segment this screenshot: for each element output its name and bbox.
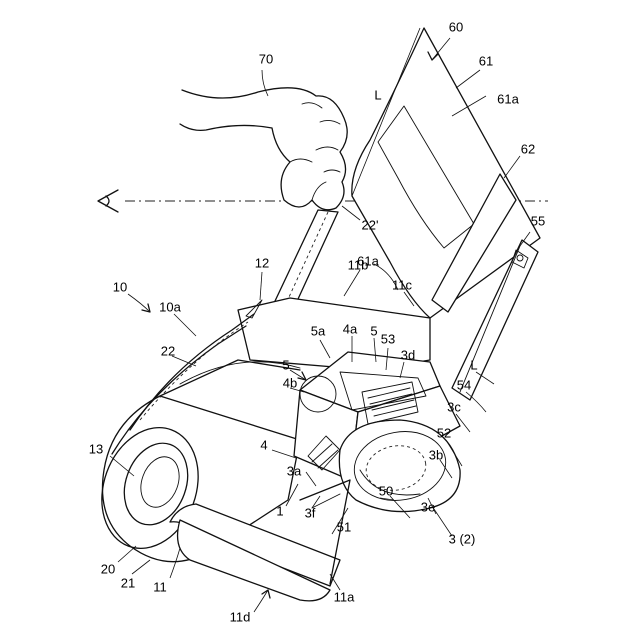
label-5: 5 — [370, 323, 377, 338]
label-11c: 11c — [392, 277, 412, 292]
label-62: 62 — [521, 141, 535, 156]
label-22: 22 — [161, 343, 175, 358]
label-11: 11 — [153, 579, 167, 594]
eye-icon — [98, 190, 118, 212]
label-5-b: 5 — [282, 357, 289, 372]
label-61a-top: 61a — [497, 91, 519, 106]
label-61: 61 — [479, 53, 493, 68]
label-4: 4 — [260, 437, 267, 452]
label-L-bottom: L — [470, 357, 477, 372]
label-50: 50 — [379, 483, 393, 498]
label-20: 20 — [101, 561, 115, 576]
label-3c: 3c — [447, 399, 461, 414]
label-3e: 3e — [421, 499, 435, 514]
label-12: 12 — [255, 255, 269, 270]
label-L-top: L — [374, 87, 381, 102]
label-55: 55 — [531, 213, 545, 228]
label-53: 53 — [381, 331, 395, 346]
label-10a: 10a — [159, 299, 181, 314]
label-3a: 3a — [287, 463, 302, 478]
label-60: 60 — [449, 19, 463, 34]
label-3d: 3d — [401, 347, 415, 362]
label-5a: 5a — [311, 323, 326, 338]
label-52: 52 — [437, 425, 451, 440]
label-11b: 11b — [348, 257, 369, 272]
label-22-prime: 22' — [362, 217, 379, 232]
label-11a: 11a — [334, 589, 355, 604]
label-4b: 4b — [283, 375, 297, 390]
label-21: 21 — [121, 575, 135, 590]
label-13: 13 — [89, 441, 103, 456]
label-3f: 3f — [305, 505, 316, 520]
label-3b: 3b — [429, 447, 443, 462]
label-1: 1 — [276, 503, 283, 518]
label-4a: 4a — [343, 321, 358, 336]
label-3-2: 3 (2) — [449, 531, 476, 546]
label-70: 70 — [259, 51, 273, 66]
hand-70 — [180, 88, 347, 210]
label-51: 51 — [337, 519, 351, 534]
label-54: 54 — [457, 377, 471, 392]
label-11d: 11d — [230, 609, 251, 624]
label-10: 10 — [113, 279, 127, 294]
